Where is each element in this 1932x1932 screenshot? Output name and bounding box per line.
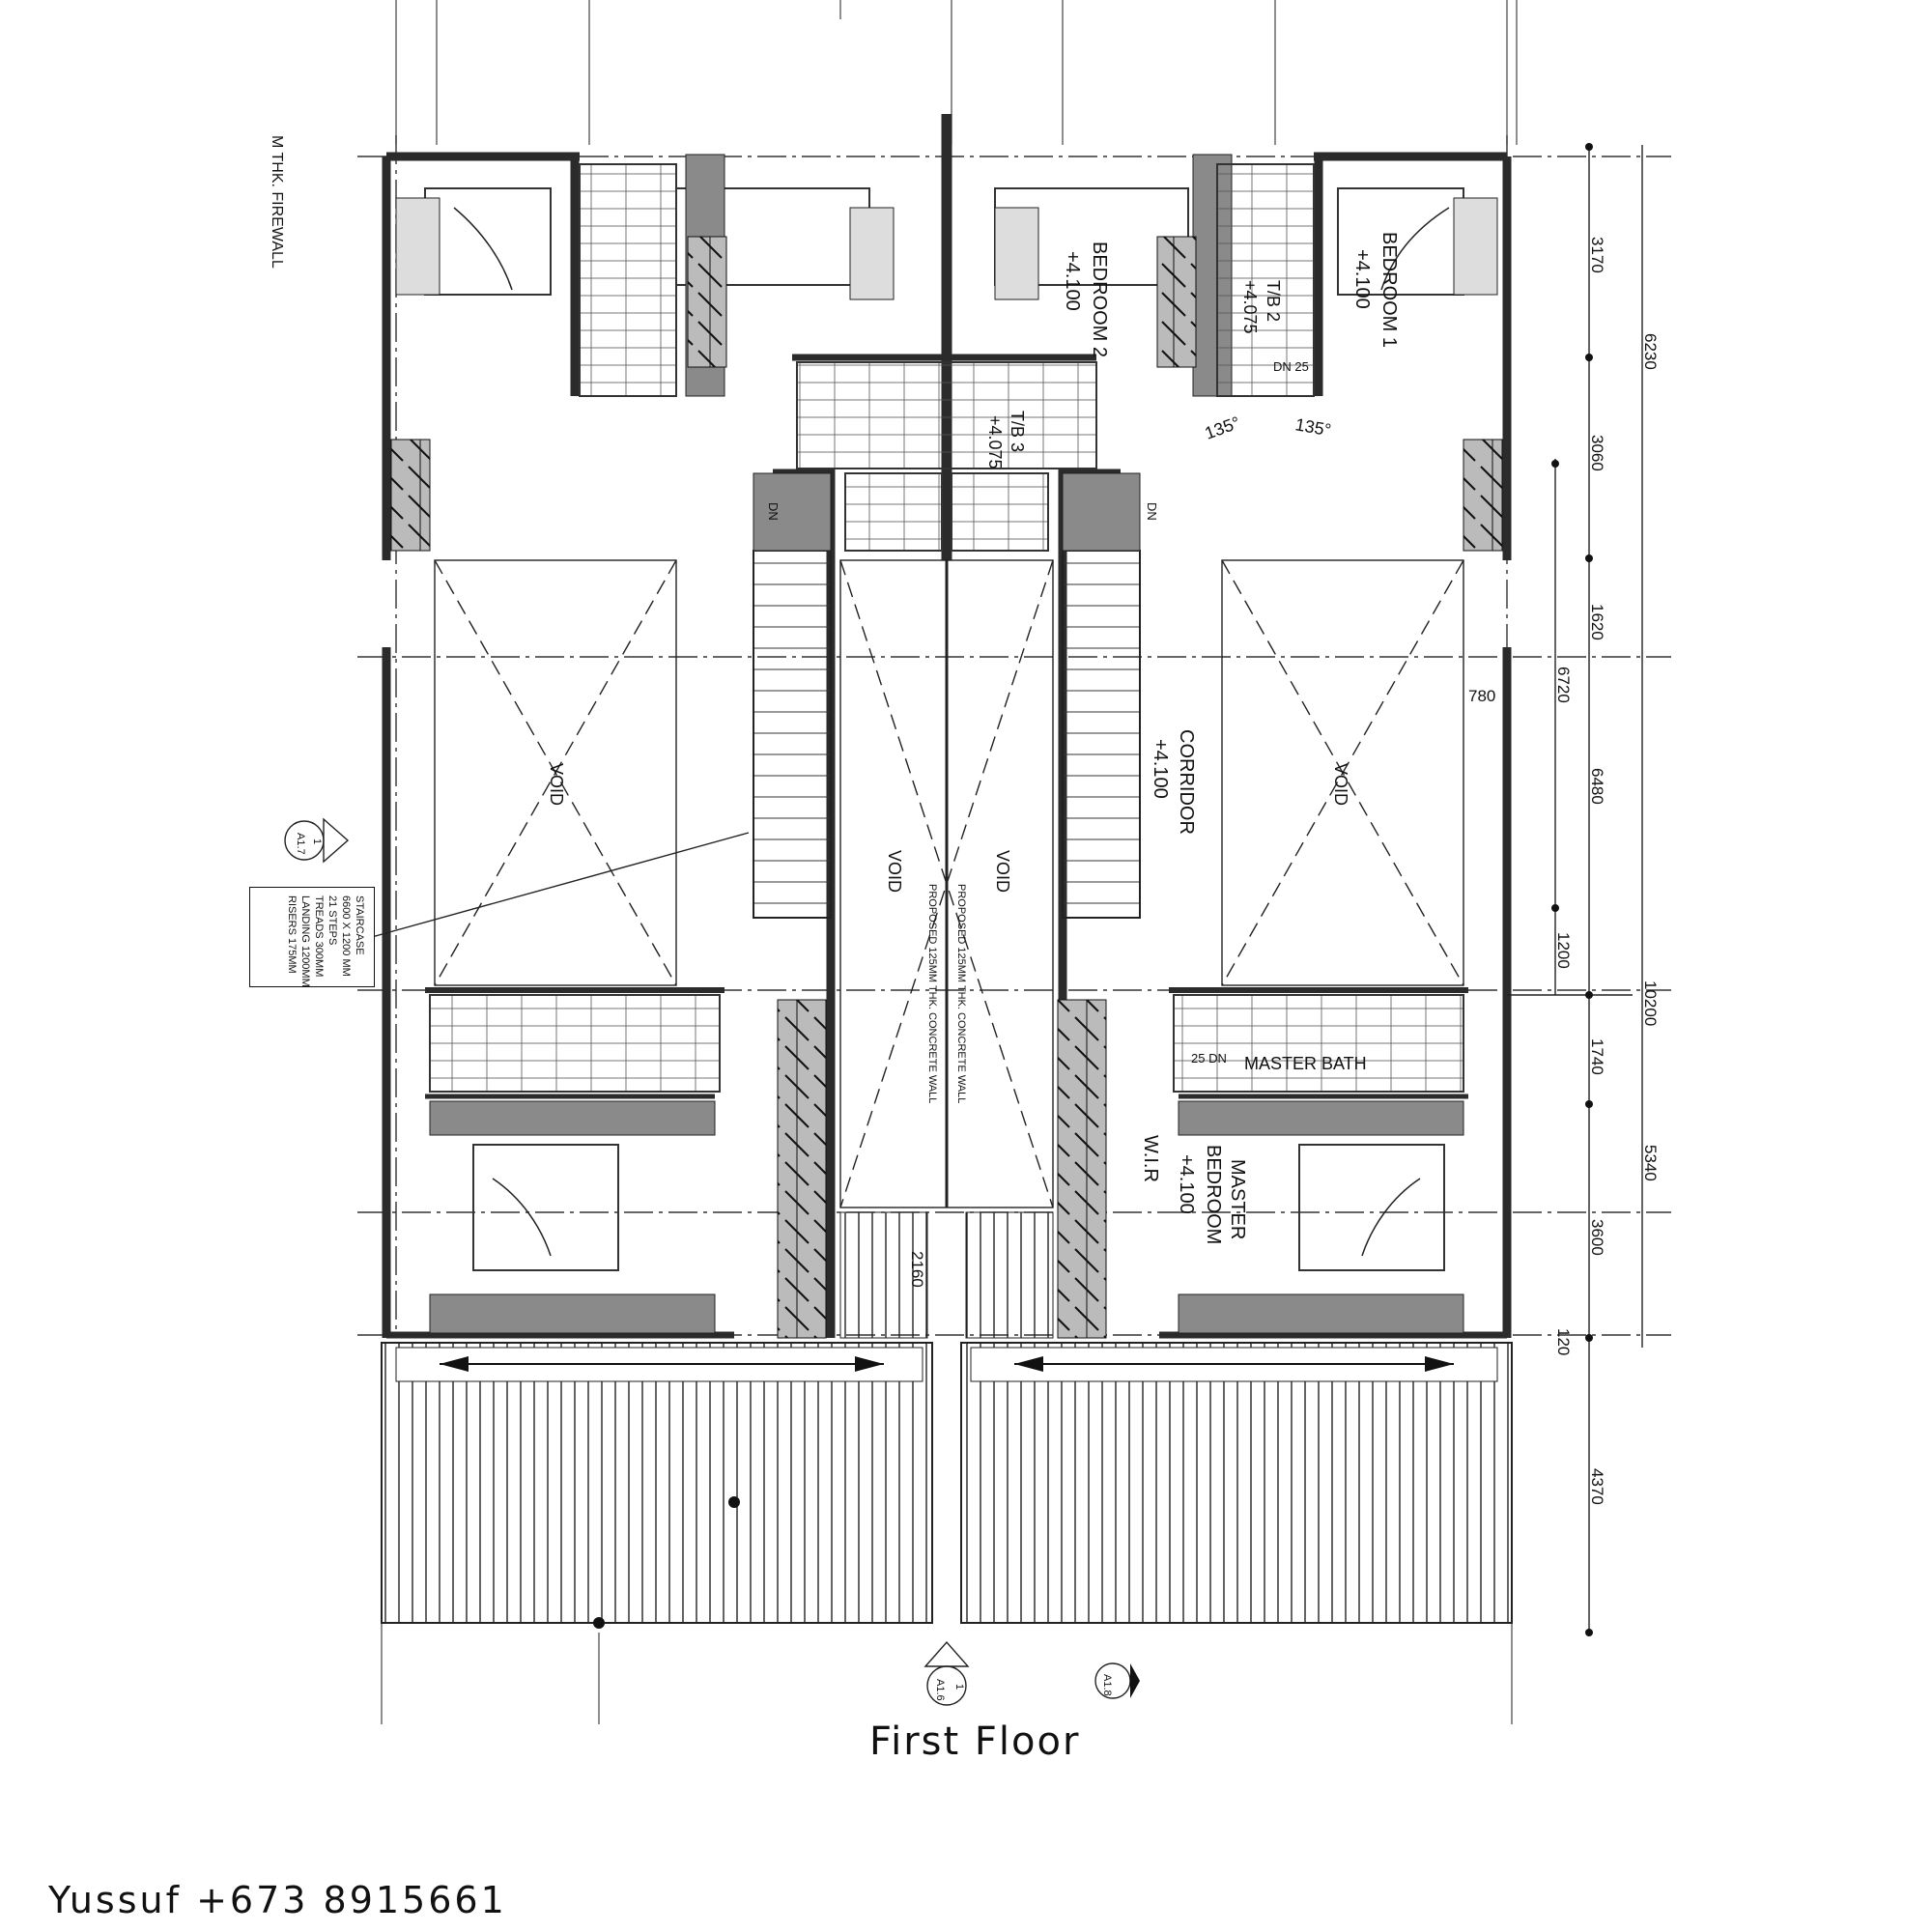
section-tag-right: A1.8 (1101, 1674, 1113, 1696)
section-marker-left (284, 817, 350, 864)
dim-6480: 6480 (1588, 768, 1606, 805)
section-num-bottom: 1 (953, 1684, 965, 1690)
concrete-wall-label-left: PROPOSED 125MM THK. CONCRETE WALL (926, 884, 938, 1103)
dim-2160-label: 2160 (908, 1251, 926, 1288)
section-marker-bottom (923, 1640, 970, 1706)
master-bath-label: MASTER BATH (1244, 1054, 1367, 1073)
staircase-leader (371, 832, 750, 938)
section-tag-bottom: A1.6 (934, 1679, 946, 1701)
drawing-title: First Floor (869, 1719, 1081, 1764)
dim-10200: 10200 (1641, 980, 1660, 1026)
concrete-wall-label-right: PROPOSED 125MM THK. CONCRETE WALL (955, 884, 967, 1103)
dim-120: 120 (1554, 1328, 1573, 1355)
tb2-level: +4.075 (1240, 280, 1260, 334)
void-label-left: VOID (547, 763, 566, 806)
dimension-lines (1507, 145, 1643, 1633)
staircase-note-text: STAIRCASE 6600 X 1200 MM 21 STEPS TREADS… (286, 895, 365, 987)
bedroom1-label: BEDROOM 1 (1378, 232, 1400, 348)
dimension-dots (1551, 143, 1593, 1636)
staircase-note: STAIRCASE 6600 X 1200 MM 21 STEPS TREADS… (249, 887, 375, 987)
master-bedroom-label: MASTER (1227, 1159, 1248, 1239)
staircase-note-size: 6600 X 1200 MM (340, 895, 352, 977)
dimension-labels: 3170 6230 3060 1620 780 6720 6480 1200 1… (1468, 237, 1660, 1505)
angle-label-left: 135° (1203, 412, 1243, 443)
staircase-note-steps: 21 STEPS (327, 895, 338, 945)
voids (434, 559, 1464, 1208)
dim-1200: 1200 (1554, 932, 1573, 969)
tb3-level: +4.075 (985, 415, 1005, 469)
dn-label-left: DN (766, 502, 781, 521)
dim-6720: 6720 (1554, 667, 1573, 703)
staircases (753, 472, 1141, 919)
dim-5340: 5340 (1641, 1145, 1660, 1181)
dn25b-label: 25 DN (1191, 1051, 1227, 1065)
wardrobes (390, 236, 1503, 1339)
grid-lines (357, 135, 1671, 1338)
dim-1620: 1620 (1588, 604, 1606, 640)
section-num-left: 1 (311, 838, 323, 844)
tag-labels: A1.7 A1.6 A1.8 1 1 (295, 833, 1113, 1701)
void-label-right: VOID (1331, 763, 1350, 806)
dim-1740: 1740 (1588, 1038, 1606, 1075)
dim-3170: 3170 (1588, 237, 1606, 273)
bedroom2-label: BEDROOM 2 (1089, 242, 1110, 357)
staircase-note-landing: LANDING 1200MM (299, 895, 311, 986)
room-labels: M THK. FIREWALL BEDROOM 2 +4.100 BEDROOM… (269, 135, 1400, 1288)
dim-4370: 4370 (1588, 1468, 1606, 1505)
void-label-center-right: VOID (993, 850, 1012, 893)
master-bedroom-level: +4.100 (1176, 1154, 1197, 1214)
dim-6230: 6230 (1641, 333, 1660, 370)
bedroom1-level: +4.100 (1351, 249, 1373, 309)
firewall-label: M THK. FIREWALL (269, 135, 285, 269)
staircase-note-treads: TREADS 300MM (313, 895, 325, 977)
bedroom2-level: +4.100 (1062, 251, 1083, 311)
void-label-center-left: VOID (885, 850, 904, 893)
dim-780: 780 (1468, 687, 1495, 705)
wir-label: W.I.R (1140, 1135, 1161, 1182)
staircase-note-title: STAIRCASE (354, 895, 365, 955)
balconies (381, 1211, 1513, 1629)
dn-label-right: DN (1145, 502, 1159, 521)
tb3-label: T/B 3 (1008, 411, 1027, 452)
section-tag-left: A1.7 (295, 833, 306, 855)
tb2-label: T/B 2 (1264, 280, 1283, 322)
bathrooms (429, 163, 1464, 1093)
contact-info: Yussuf +673 8915661 (48, 1879, 507, 1921)
corridor-label: CORRIDOR (1176, 729, 1197, 835)
dim-3600: 3600 (1588, 1219, 1606, 1256)
angle-label-right: 135° (1293, 414, 1332, 440)
dim-3060: 3060 (1588, 435, 1606, 471)
master-bedrooms (429, 1100, 1464, 1334)
corridor-level: +4.100 (1150, 739, 1171, 799)
staircase-note-risers: RISERS 175MM (286, 895, 298, 974)
section-marker-bottom-right (1094, 1662, 1140, 1699)
master-bedroom-label-2: BEDROOM (1203, 1145, 1224, 1244)
dn25-label: DN 25 (1273, 359, 1309, 374)
